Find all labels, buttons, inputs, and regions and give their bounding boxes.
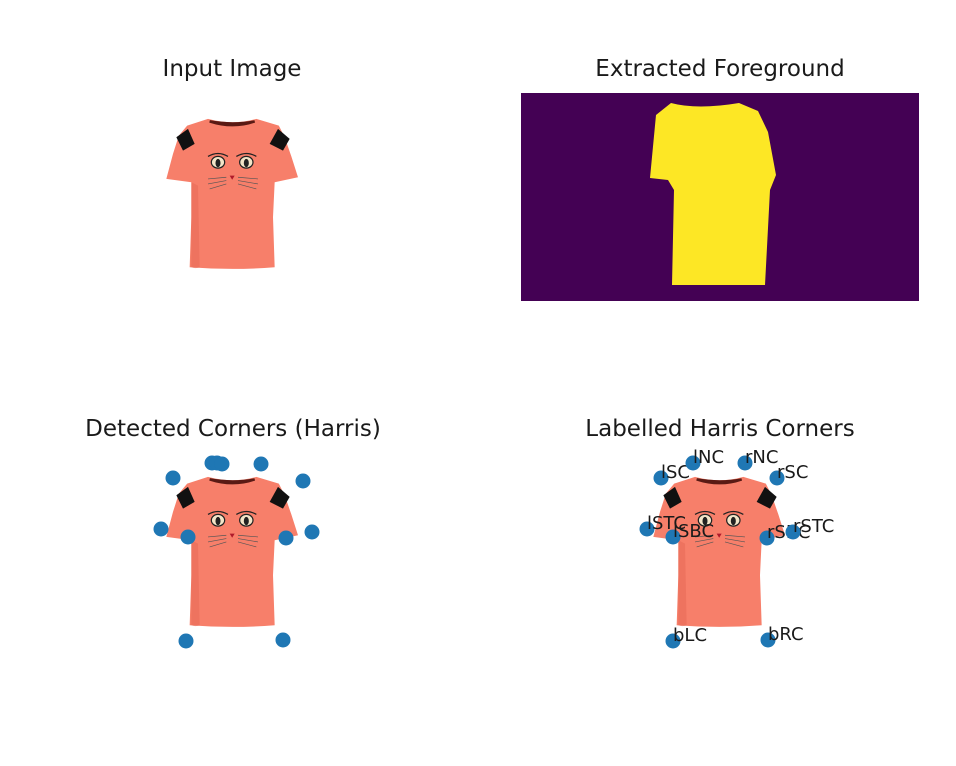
detected-corner-points: [153, 455, 320, 649]
corner-label-lSBC: lSBC: [673, 521, 714, 542]
corner-label-rSC: rSC: [777, 462, 808, 483]
corner-point-12: [275, 632, 291, 648]
labelled-point-lSBC: [665, 529, 681, 545]
corner-point-9: [278, 530, 294, 546]
corner-point-6: [295, 473, 311, 489]
input-image-panel: [164, 117, 300, 271]
detected-corners-title: Detected Corners (Harris): [85, 416, 381, 442]
detected-corners-panel: [153, 455, 320, 649]
corner-label-rNC: rNC: [745, 447, 778, 468]
shirt-image-labelled: [651, 475, 787, 629]
labelled-corners-title: Labelled Harris Corners: [585, 416, 855, 442]
corner-label-lNC: lNC: [693, 447, 724, 468]
input-image-title: Input Image: [162, 56, 302, 82]
corner-label-rSTC: rSTC: [793, 516, 834, 537]
corner-point-11: [178, 633, 194, 649]
foreground-mask-panel: [521, 93, 919, 301]
corner-point-5: [253, 456, 269, 472]
labelled-point-lSTC: [639, 521, 655, 537]
corner-label-bLC: bLC: [673, 625, 707, 646]
corner-point-1: [165, 470, 181, 486]
extracted-foreground-title: Extracted Foreground: [595, 56, 845, 82]
labelled-point-bLC: [665, 633, 681, 649]
shirt-image: [164, 117, 300, 271]
labelled-point-lNC: [685, 455, 701, 471]
corner-point-10: [304, 524, 320, 540]
corner-label-bRC: bRC: [768, 624, 804, 645]
corner-point-4: [214, 456, 230, 472]
labelled-point-rSTC: [785, 524, 801, 540]
shirt-image-corners: [164, 475, 300, 629]
corner-label-lSC: lSC: [661, 462, 690, 483]
corner-label-lSTC: lSTC: [647, 513, 686, 534]
labelled-point-rSC: [769, 470, 785, 486]
labelled-point-bRC: [760, 632, 776, 648]
labelled-point-rSBC: [759, 530, 775, 546]
labelled-point-lSC: [653, 470, 669, 486]
labelled-corners-panel: lSClNCrNCrSClSTClSBCrSBCrSTCbLCbRC: [639, 447, 834, 649]
labelled-corner-points: lSClNCrNCrSClSTClSBCrSBCrSTCbLCbRC: [639, 447, 834, 649]
corner-point-8: [180, 529, 196, 545]
corner-point-7: [153, 521, 169, 537]
labelled-point-rNC: [737, 455, 753, 471]
mask-foreground: [650, 103, 776, 285]
